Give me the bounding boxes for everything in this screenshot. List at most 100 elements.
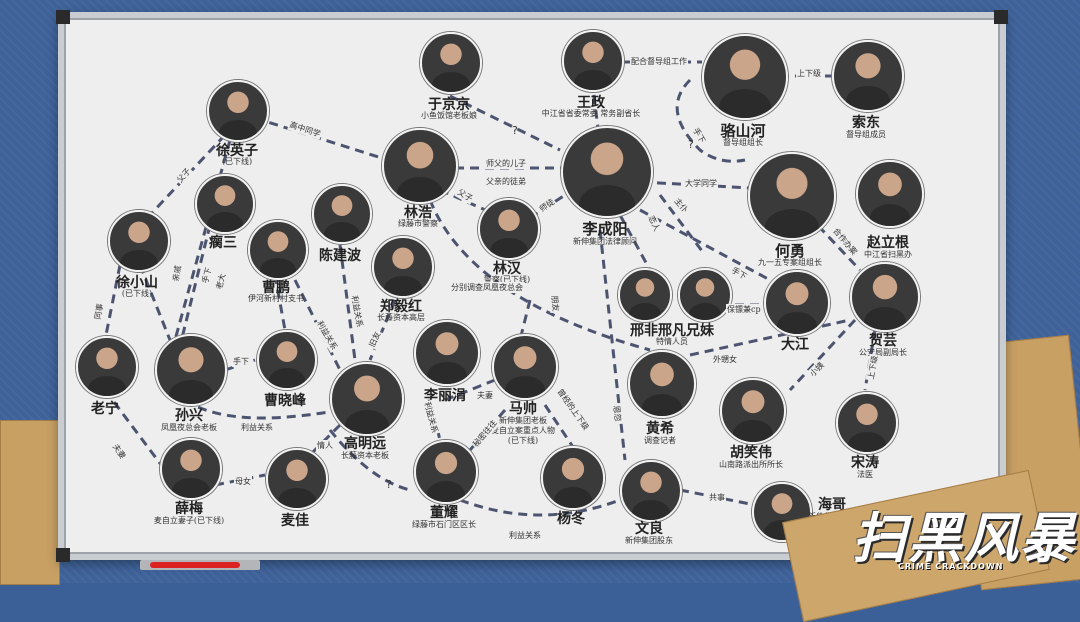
relation-label: 保镖兼cp bbox=[726, 304, 762, 315]
character-name: 陈建波 bbox=[319, 248, 361, 264]
character-name: 董耀 bbox=[430, 505, 458, 521]
relation-label: 配合督导组工作 bbox=[630, 56, 688, 67]
link-heyun-huxiaowei bbox=[788, 318, 857, 392]
character-role: 警察(已下线) bbox=[483, 275, 531, 284]
relation-label: 手下 bbox=[232, 356, 250, 367]
character-role: 法医 bbox=[857, 470, 873, 479]
relation-label: 分别调查凤凰夜总会 bbox=[450, 282, 524, 293]
link-sunxing-gaomingyuan bbox=[184, 398, 341, 420]
character-role: 中江省省委常委 常务副省长 bbox=[541, 109, 641, 118]
character-name: 大江 bbox=[781, 337, 809, 353]
link-laoning-xuemei bbox=[103, 389, 167, 471]
relation-label: 朋友 bbox=[548, 294, 562, 313]
character-name: 宋涛 bbox=[851, 455, 879, 471]
character-name: 林汉 bbox=[493, 261, 521, 277]
relation-label: 利益关系 bbox=[508, 530, 542, 541]
logo-subtitle: CRIME CRACKDOWN bbox=[898, 562, 1004, 571]
avatar bbox=[414, 440, 478, 504]
show-logo: 扫黑风暴 CRIME CRACKDOWN bbox=[852, 494, 1076, 573]
link-xuyingzi-sunxing bbox=[173, 139, 232, 341]
character-name: 胡笑伟 bbox=[730, 445, 772, 461]
unknown-mark: ? bbox=[512, 124, 518, 137]
character-name: 文良 bbox=[635, 521, 663, 537]
character-name: 麦佳 bbox=[281, 513, 309, 529]
character-name: 高明远 bbox=[344, 436, 386, 452]
character-name: 骆山河 bbox=[720, 122, 766, 140]
character-role: 伊河新村村支书 bbox=[248, 294, 304, 303]
character-name: 海哥 bbox=[818, 497, 846, 513]
character-role: 特情人员 bbox=[656, 337, 688, 346]
unknown-mark: ? bbox=[688, 138, 694, 151]
board-corner bbox=[56, 10, 70, 24]
avatar bbox=[620, 460, 682, 522]
relation-label: 共事 bbox=[708, 492, 726, 503]
unknown-mark: ? bbox=[386, 478, 392, 491]
relation-label: 上下级 bbox=[796, 68, 822, 79]
character-name: 曹鹏 bbox=[262, 280, 290, 296]
character-name: 李丽涓 bbox=[424, 388, 466, 404]
character-name: 徐小山 bbox=[116, 275, 158, 291]
relation-label: 外甥女 bbox=[712, 354, 738, 365]
avatar bbox=[832, 40, 904, 112]
relation-label: 恩怨 bbox=[610, 404, 624, 423]
avatar bbox=[420, 32, 482, 94]
avatar bbox=[382, 128, 458, 204]
character-name: 何勇 bbox=[774, 242, 806, 260]
character-name: 郑毅红 bbox=[380, 299, 422, 315]
link-caopeng-caoxiaofeng bbox=[273, 274, 287, 331]
character-name: 孙兴 bbox=[175, 408, 203, 424]
avatar bbox=[372, 236, 434, 298]
character-role: 山南路派出所所长 bbox=[719, 460, 783, 469]
character-role: 新伸集团老板 麦自立案重点人物 (已下线) bbox=[491, 416, 555, 445]
link-luoshanhe-heyong bbox=[675, 78, 746, 163]
character-role: (已下线) bbox=[221, 157, 253, 166]
avatar bbox=[414, 320, 480, 386]
character-role: 九一五专案组组长 bbox=[758, 258, 822, 267]
link-chisan-sunxing bbox=[180, 224, 212, 339]
board-corner bbox=[56, 548, 70, 562]
avatar bbox=[748, 152, 836, 240]
avatar bbox=[628, 350, 696, 418]
avatar bbox=[618, 268, 672, 322]
character-role: 小鱼饭馆老板娘 bbox=[421, 111, 477, 120]
character-name: 马帅 bbox=[509, 401, 537, 417]
character-name: 薛梅 bbox=[175, 501, 203, 517]
relation-label: 利益关系 bbox=[240, 422, 274, 433]
avatar bbox=[850, 262, 920, 332]
red-marker bbox=[150, 562, 240, 568]
avatar bbox=[478, 198, 540, 260]
avatar bbox=[155, 334, 227, 406]
link-gaomingyuan-maijia bbox=[303, 423, 342, 462]
avatar bbox=[492, 334, 558, 400]
avatar bbox=[195, 174, 255, 234]
character-role: 调查记者 bbox=[644, 436, 676, 445]
link-lincheng-linhan bbox=[439, 188, 491, 214]
relation-label: 大学同学 bbox=[684, 178, 718, 189]
avatar bbox=[562, 30, 624, 92]
character-name: 赵立根 bbox=[867, 235, 909, 251]
avatar bbox=[257, 330, 317, 390]
link-xuxiaoshan-sunxing bbox=[138, 264, 172, 341]
link-lichengyang-xingfei bbox=[618, 214, 652, 271]
link-heyong-heyun bbox=[806, 213, 862, 272]
avatar bbox=[248, 220, 308, 280]
avatar bbox=[764, 270, 830, 336]
character-role: 长藤资本高层 bbox=[377, 313, 425, 322]
board-corner bbox=[994, 10, 1008, 24]
character-role: 新伸集团股东 bbox=[625, 536, 673, 545]
logo-title: 扫黑风暴 bbox=[852, 506, 1076, 570]
link-dongyao-wenliang bbox=[459, 498, 621, 517]
character-role: 中江省扫黑办 bbox=[864, 250, 912, 259]
character-name: 邢非邢凡兄妹 bbox=[630, 323, 714, 339]
character-role: 凤凰夜总会老板 bbox=[161, 423, 217, 432]
character-role: 长藤资本老板 bbox=[341, 451, 389, 460]
link-zhengyihong-gaomingyuan bbox=[368, 299, 397, 361]
avatar bbox=[160, 438, 222, 500]
relation-label: 父亲的徒弟 bbox=[485, 176, 527, 187]
link-huangxi-heyun bbox=[689, 318, 851, 357]
link-lichengyang-dajiang bbox=[639, 208, 771, 282]
link-gaomingyuan-dongyao bbox=[328, 429, 411, 492]
character-role: 督导组组长 bbox=[723, 138, 763, 147]
envelope-left bbox=[0, 420, 60, 585]
link-xuemei-maijia bbox=[214, 473, 266, 487]
